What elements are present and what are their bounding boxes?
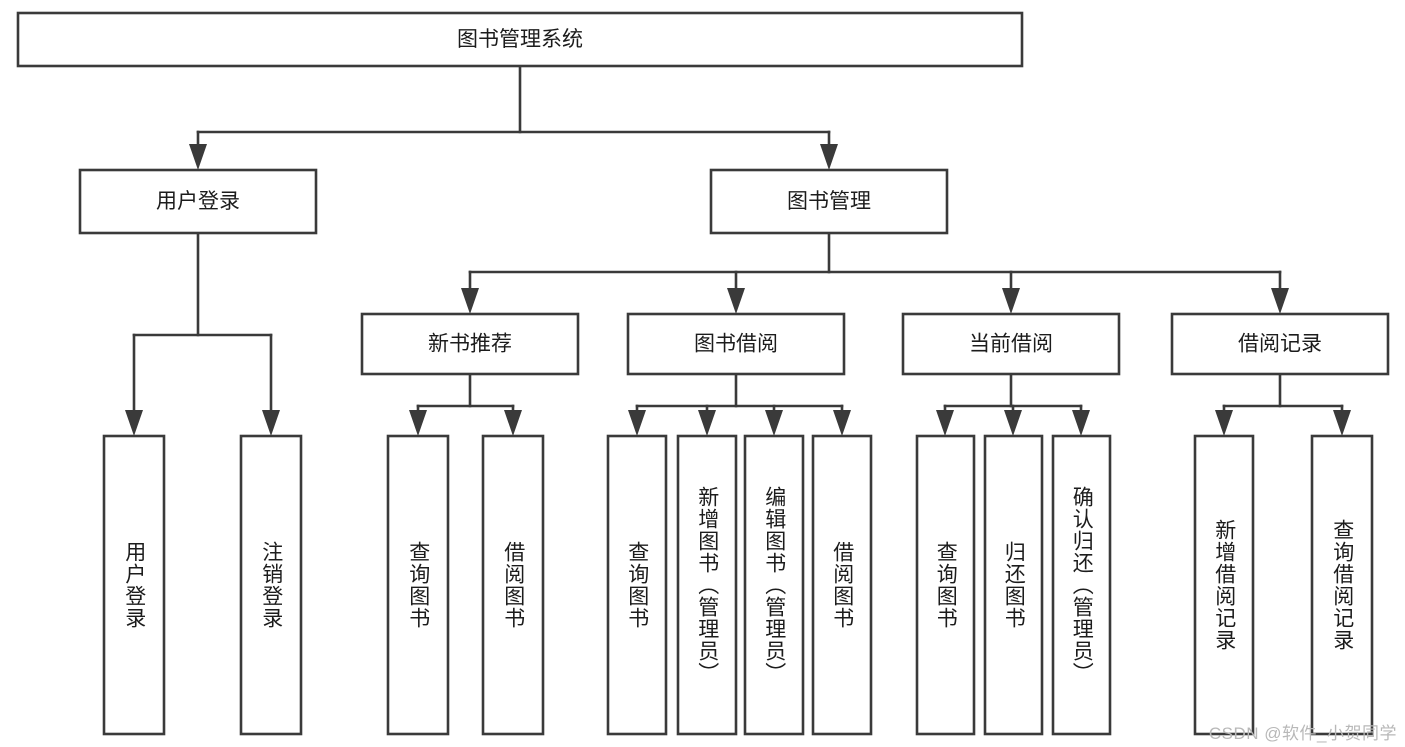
watermark: CSDN @软件_小贺同学 — [1208, 724, 1397, 743]
node-box[interactable] — [915, 434, 976, 736]
node-box[interactable] — [606, 434, 668, 736]
node-box[interactable] — [1170, 312, 1390, 376]
level2-node-user-login[interactable]: 用户登录 — [78, 168, 318, 235]
leaf-node-leaf-query-book-2[interactable] — [606, 434, 668, 736]
arrow-head-icon — [936, 410, 954, 436]
leaf-node-leaf-user-logout[interactable] — [239, 434, 303, 736]
leaf-node-leaf-add-book-admin[interactable] — [676, 434, 738, 736]
leaf-node-leaf-confirm-return-admin[interactable] — [1051, 434, 1112, 736]
arrow-head-icon — [189, 144, 207, 170]
node-box[interactable] — [676, 434, 738, 736]
node-box[interactable] — [811, 434, 873, 736]
node-box[interactable] — [16, 11, 1024, 68]
arrow-head-icon — [1215, 410, 1233, 436]
node-box[interactable] — [481, 434, 545, 736]
leaf-node-leaf-user-login[interactable] — [102, 434, 166, 736]
node-label: 图书管理 — [787, 190, 871, 213]
node-box[interactable] — [901, 312, 1121, 376]
leaf-node-leaf-borrow-book-1[interactable] — [481, 434, 545, 736]
arrow-group — [125, 144, 1351, 436]
arrow-head-icon — [1271, 288, 1289, 314]
leaf-node-leaf-borrow-book-2[interactable] — [811, 434, 873, 736]
arrow-head-icon — [765, 410, 783, 436]
arrow-head-icon — [698, 410, 716, 436]
node-box[interactable] — [78, 168, 318, 235]
node-label: 用户登录 — [156, 190, 240, 213]
level3-node-current-borrow[interactable]: 当前借阅 — [901, 312, 1121, 376]
leaf-node-leaf-query-borrow-record[interactable] — [1310, 434, 1374, 736]
arrow-head-icon — [727, 288, 745, 314]
node-box[interactable] — [626, 312, 846, 376]
arrow-head-icon — [262, 410, 280, 436]
leaf-node-leaf-query-book-1[interactable] — [386, 434, 450, 736]
node-label: 图书借阅 — [694, 333, 778, 356]
leaf-node-leaf-add-borrow-record[interactable] — [1193, 434, 1255, 736]
level3-node-book-borrow[interactable]: 图书借阅 — [626, 312, 846, 376]
leaf-node-leaf-query-book-3[interactable] — [915, 434, 976, 736]
node-box[interactable] — [102, 434, 166, 736]
arrow-head-icon — [820, 144, 838, 170]
node-label: 新书推荐 — [428, 333, 512, 356]
level3-node-borrow-record[interactable]: 借阅记录 — [1170, 312, 1390, 376]
arrow-head-icon — [1072, 410, 1090, 436]
arrow-head-icon — [125, 410, 143, 436]
node-box[interactable] — [1193, 434, 1255, 736]
arrow-head-icon — [1002, 288, 1020, 314]
arrow-head-icon — [461, 288, 479, 314]
node-box[interactable] — [743, 434, 805, 736]
node-label: 当前借阅 — [969, 333, 1053, 356]
level3-node-new-book-recommend[interactable]: 新书推荐 — [360, 312, 580, 376]
node-box[interactable] — [983, 434, 1044, 736]
arrow-head-icon — [1333, 410, 1351, 436]
node-box[interactable] — [1310, 434, 1374, 736]
node-box[interactable] — [386, 434, 450, 736]
root-node[interactable]: 图书管理系统 — [16, 11, 1024, 68]
arrow-head-icon — [1004, 410, 1022, 436]
node-box[interactable] — [360, 312, 580, 376]
leaf-node-leaf-return-book[interactable] — [983, 434, 1044, 736]
arrow-head-icon — [409, 410, 427, 436]
arrow-head-icon — [628, 410, 646, 436]
arrow-head-icon — [833, 410, 851, 436]
arrow-head-icon — [504, 410, 522, 436]
node-box[interactable] — [239, 434, 303, 736]
level2-node-book-management[interactable]: 图书管理 — [709, 168, 949, 235]
node-box[interactable] — [1051, 434, 1112, 736]
leaf-node-leaf-edit-book-admin[interactable] — [743, 434, 805, 736]
node-box[interactable] — [709, 168, 949, 235]
node-label: 借阅记录 — [1238, 333, 1322, 356]
node-label: 图书管理系统 — [457, 28, 583, 51]
